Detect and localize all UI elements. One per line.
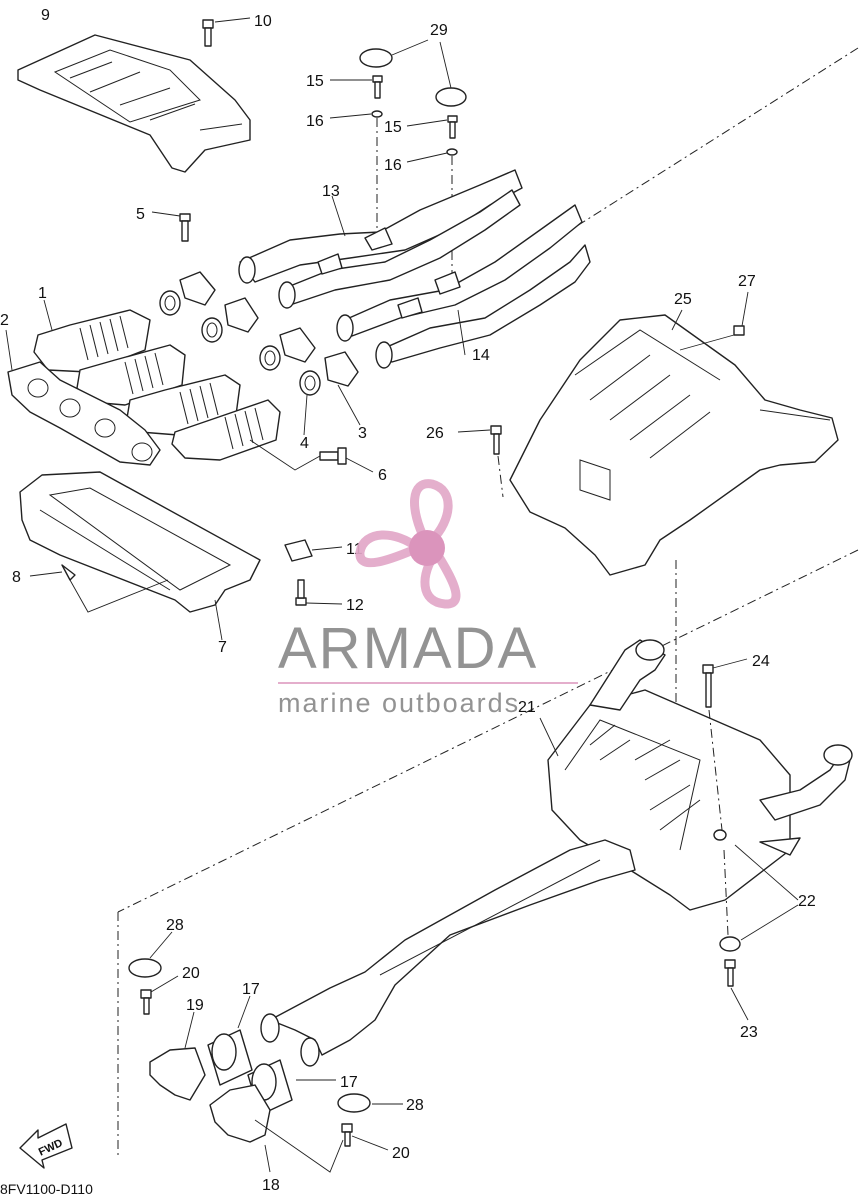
bolt-20 bbox=[140, 975, 389, 1151]
callout-27: 27 bbox=[738, 273, 756, 290]
callout-2: 2 bbox=[0, 312, 9, 329]
bolt-26 bbox=[457, 425, 504, 498]
bolt-8 bbox=[29, 564, 169, 613]
callout-15b: 15 bbox=[384, 119, 402, 136]
bolt-5 bbox=[151, 211, 191, 242]
exhaust-manifold-1 bbox=[33, 299, 281, 461]
callout-18: 18 bbox=[262, 1177, 280, 1194]
muffler-cover-25 bbox=[509, 309, 839, 576]
bolt-6 bbox=[249, 439, 374, 473]
watermark-tagline: marine outboards bbox=[278, 688, 520, 718]
callout-22: 22 bbox=[798, 893, 816, 910]
callout-1: 1 bbox=[38, 285, 47, 302]
callout-17a: 17 bbox=[242, 981, 260, 998]
callout-20b: 20 bbox=[392, 1145, 410, 1162]
callout-20a: 20 bbox=[182, 965, 200, 982]
callout-15a: 15 bbox=[306, 73, 324, 90]
grommet-22 bbox=[719, 844, 799, 952]
callout-5: 5 bbox=[136, 206, 145, 223]
forward-direction-arrow: FWD bbox=[19, 1123, 73, 1169]
gasket-2 bbox=[5, 329, 161, 466]
cap-28 bbox=[128, 931, 403, 1113]
callout-28a: 28 bbox=[166, 917, 184, 934]
callout-25: 25 bbox=[674, 291, 692, 308]
callout-16a: 16 bbox=[306, 113, 324, 130]
callout-17b: 17 bbox=[340, 1074, 358, 1091]
gaskets-4 bbox=[159, 290, 321, 436]
callout-12: 12 bbox=[346, 597, 364, 614]
callout-3: 3 bbox=[358, 425, 367, 442]
callout-10: 10 bbox=[254, 13, 272, 30]
callout-8: 8 bbox=[12, 569, 21, 586]
callout-9: 9 bbox=[41, 7, 50, 24]
exhaust-pipe-14 bbox=[336, 204, 591, 369]
callout-24: 24 bbox=[752, 653, 770, 670]
clamp-19 bbox=[149, 1011, 206, 1101]
callout-6: 6 bbox=[378, 467, 387, 484]
collar-23 bbox=[724, 959, 749, 1021]
clamps-3 bbox=[179, 271, 361, 426]
bolt-15-washer-16 bbox=[329, 75, 458, 280]
callout-23: 23 bbox=[740, 1024, 758, 1041]
drawing-code: 8FV1100-D110 bbox=[0, 1181, 93, 1196]
callout-28b: 28 bbox=[406, 1097, 424, 1114]
y-pipe bbox=[260, 839, 636, 1067]
callout-4: 4 bbox=[300, 435, 309, 452]
exhaust-pipe-13 bbox=[238, 169, 523, 309]
rubber-cap-29 bbox=[359, 39, 467, 107]
callout-16b: 16 bbox=[384, 157, 402, 174]
bolt-24 bbox=[702, 658, 748, 831]
callout-21: 21 bbox=[518, 699, 536, 716]
upper-heat-shield bbox=[17, 34, 251, 173]
watermark-name: ARMADA bbox=[278, 616, 538, 681]
callout-13: 13 bbox=[322, 183, 340, 200]
callout-19: 19 bbox=[186, 997, 204, 1014]
bracket-11 bbox=[284, 539, 343, 562]
bolt-12 bbox=[295, 579, 343, 606]
bolt-10 bbox=[202, 17, 251, 47]
callout-14: 14 bbox=[472, 347, 490, 364]
callout-7: 7 bbox=[218, 639, 227, 656]
propeller-logo bbox=[355, 479, 461, 609]
callout-29: 29 bbox=[430, 22, 448, 39]
clamp-18 bbox=[209, 1084, 344, 1173]
lower-heat-shield-7 bbox=[19, 471, 261, 641]
armada-watermark: ARMADA marine outboards bbox=[278, 479, 578, 718]
bolt-27 bbox=[679, 291, 749, 351]
callout-labels: 9 10 29 15 16 15 16 13 5 1 2 27 25 14 3 … bbox=[0, 7, 816, 1194]
callout-26: 26 bbox=[426, 425, 444, 442]
